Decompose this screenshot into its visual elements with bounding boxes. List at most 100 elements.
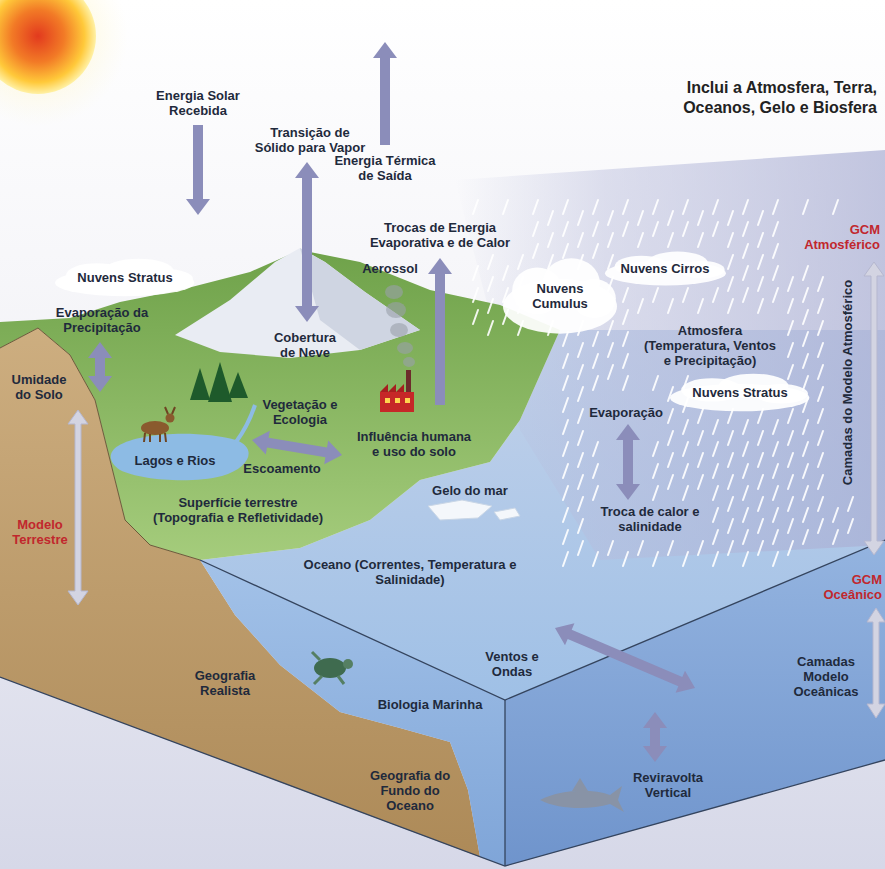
rain-streak — [713, 552, 718, 566]
diagram-label: Geografia do Fundo do Oceano — [364, 768, 456, 813]
rain-streak — [473, 288, 478, 302]
diagram-title: Inclui a Atmosfera, Terra, Oceanos, Gelo… — [637, 78, 877, 118]
rain-streak — [803, 530, 808, 544]
label-anchor: Trocas de Energia Evaporativa e de Calor — [362, 220, 518, 250]
rain-streak — [728, 255, 733, 269]
turtle-flippers — [312, 652, 344, 684]
rain-streak — [788, 277, 793, 291]
rain-streak — [833, 508, 838, 522]
diagram-label: Lagos e Rios — [135, 453, 216, 468]
rain-streak — [788, 409, 793, 423]
rain-streak — [803, 486, 808, 500]
rain-streak — [788, 343, 793, 357]
rain-streak — [578, 365, 583, 379]
rain-streak — [563, 222, 568, 236]
tree — [228, 372, 248, 398]
rain-streak — [788, 299, 793, 313]
exchange-arrow — [295, 162, 319, 322]
rain-streak — [578, 453, 583, 467]
diagram-label: Aerossol — [362, 261, 418, 276]
rain-streak — [728, 453, 733, 467]
rain-streak — [818, 277, 823, 291]
rain-streak — [578, 343, 583, 357]
rain-streak — [578, 211, 583, 225]
label-anchor: Energia Térmica de Saída — [329, 153, 441, 183]
rain-streak — [683, 486, 688, 500]
rain-streak — [683, 288, 688, 302]
factory-window — [405, 398, 410, 403]
rain-streak — [653, 552, 658, 566]
deer-head — [166, 414, 175, 423]
rain-streak — [818, 409, 823, 423]
label-anchor: Troca de calor e salinidade — [596, 504, 704, 534]
rain-streak — [728, 277, 733, 291]
rain-streak — [803, 354, 808, 368]
rain-streak — [698, 409, 703, 423]
rain-streak — [773, 530, 778, 544]
rain-streak — [683, 552, 688, 566]
rain-streak — [818, 475, 823, 489]
rain-streak — [713, 222, 718, 236]
diagram-label: Oceano (Correntes, Temperatura e Salinid… — [290, 557, 530, 587]
rain-streak — [788, 519, 793, 533]
cloud-node: Nuvens Stratus — [670, 373, 809, 412]
wind-wave-arrow — [555, 623, 695, 692]
rain-streak — [803, 200, 808, 214]
river — [236, 405, 255, 442]
rain-streak — [773, 552, 778, 566]
rain-streak — [593, 222, 598, 236]
cloud-node: Nuvens Cirros — [605, 251, 726, 286]
rain-streak — [653, 222, 658, 236]
rain-streak — [743, 464, 748, 478]
cloud-text-box: Nuvens Cumulus — [529, 281, 591, 311]
rain-streak — [758, 299, 763, 313]
rain-streak — [563, 530, 568, 544]
rain-streak — [698, 299, 703, 313]
rain-streak — [593, 376, 598, 390]
rain-streak — [668, 299, 673, 313]
rain-streak — [593, 354, 598, 368]
model-label: Modelo Terrestre — [9, 517, 71, 547]
rain-streak — [593, 200, 598, 214]
turtle-shell — [314, 658, 346, 678]
lake — [111, 434, 249, 481]
smoke — [385, 285, 403, 299]
diagram-label: Camadas Modelo Oceânicas — [789, 654, 863, 699]
rain-streak — [653, 376, 658, 390]
sea-ice — [494, 508, 520, 520]
diagram-label: Geografia Realista — [185, 668, 265, 698]
rain-streak — [713, 442, 718, 456]
model-label: GCM Oceânico — [802, 572, 882, 602]
diagram-label: Influência humana e uso do solo — [355, 429, 473, 459]
rain-streak — [743, 530, 748, 544]
label-anchor: Oceano (Correntes, Temperatura e Salinid… — [290, 557, 530, 587]
rain-streak — [563, 398, 568, 412]
rain-streak — [608, 233, 613, 247]
rain-streak — [758, 255, 763, 269]
ocean-side-face — [505, 540, 885, 866]
rain-streak — [833, 200, 838, 214]
rain-streak — [653, 464, 658, 478]
rain-streak — [518, 255, 523, 269]
rain-streak — [728, 299, 733, 313]
sea-ice — [428, 500, 492, 520]
label-anchor: Evaporação — [589, 405, 663, 420]
rain-streak — [803, 332, 808, 346]
rain-streak — [488, 255, 493, 269]
rain-streak — [653, 200, 658, 214]
sun-glow — [0, 0, 128, 126]
rain-streak — [818, 387, 823, 401]
cloud-node: Nuvens Stratus — [55, 258, 194, 297]
rain-streak — [593, 332, 598, 346]
rain-streak — [788, 475, 793, 489]
label-anchor: Modelo Terrestre — [9, 517, 71, 547]
rain-streak — [593, 244, 598, 258]
rain-streak — [728, 541, 733, 555]
rain-streak — [743, 288, 748, 302]
cloud-text-box: Nuvens Cirros — [621, 261, 710, 276]
rain-streak — [578, 519, 583, 533]
rain-streak — [698, 475, 703, 489]
rain-streak — [638, 211, 643, 225]
rain-streak — [623, 552, 628, 566]
